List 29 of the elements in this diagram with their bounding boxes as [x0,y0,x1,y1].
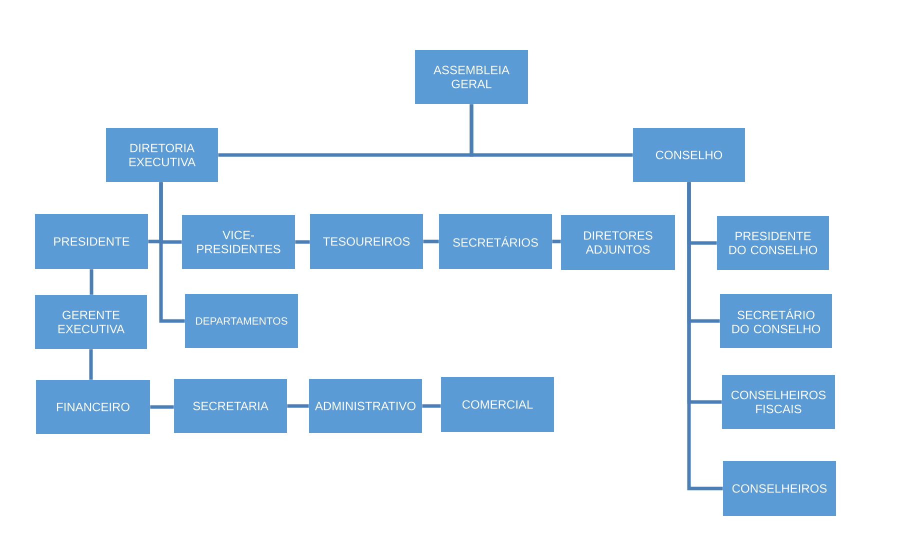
connector-line [552,240,561,244]
org-box: SECRETÁRIOS [439,214,552,269]
org-box: DEPARTAMENTOS [185,294,298,348]
org-box: CONSELHEIROS FISCAIS [722,375,835,429]
org-box: VICE-PRESIDENTES [182,215,295,269]
connector-line [423,240,439,244]
connector-line [150,405,174,409]
connector-line [295,240,310,244]
org-box: DIRETORES ADJUNTOS [561,215,675,270]
connector-line [422,404,441,408]
org-box: ASSEMBLEIA GERAL [415,50,528,104]
org-box: CONSELHEIROS [723,461,836,516]
connector-line [687,182,723,490]
org-box: SECRETÁRIO DO CONSELHO [720,294,832,348]
org-box: CONSELHO [633,128,745,182]
connector-line [470,104,633,157]
connector-line [287,404,309,408]
org-box: PRESIDENTE DO CONSELHO [717,216,829,270]
org-box: TESOUREIROS [310,214,423,269]
org-box: SECRETARIA [174,379,287,433]
connector-line [90,269,94,295]
connector-line [159,182,185,323]
org-box: ADMINISTRATIVO [309,379,422,433]
org-box: FINANCEIRO [36,380,150,434]
connector-line [89,349,93,380]
org-box: PRESIDENTE [35,214,148,269]
org-box: COMERCIAL [441,377,554,432]
org-box: GERENTE EXECUTIVA [35,295,147,349]
org-box: DIRETORIA EXECUTIVA [106,128,218,182]
